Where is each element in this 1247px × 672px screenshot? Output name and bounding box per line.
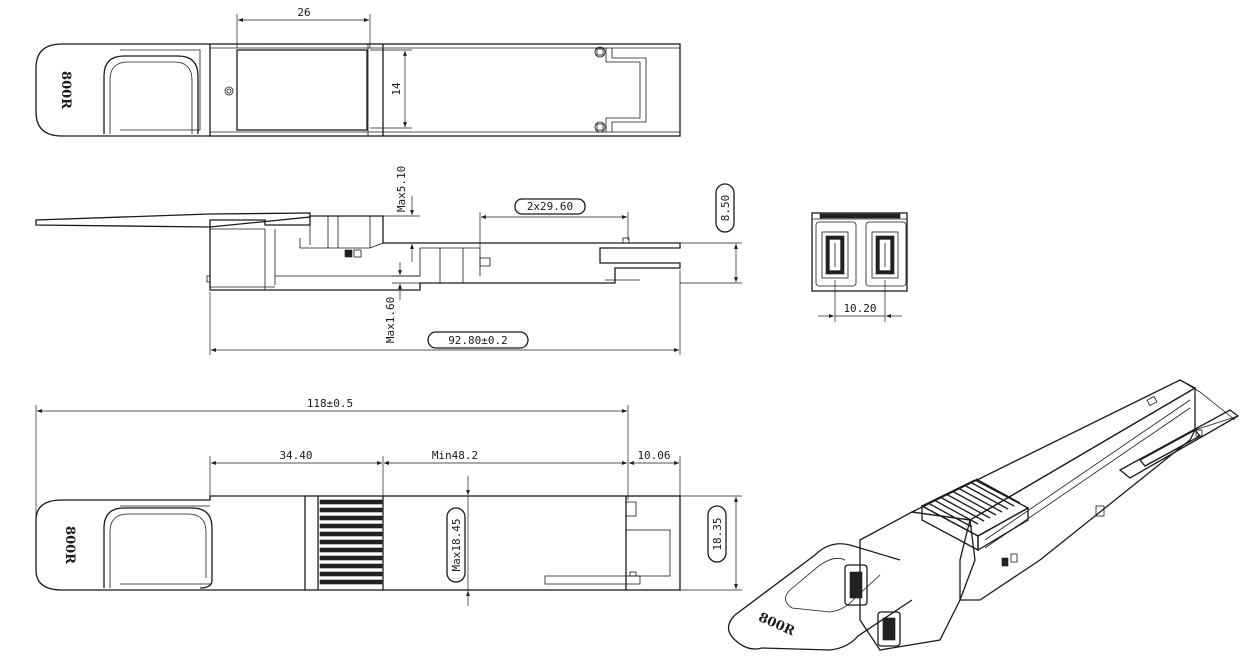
front-view: 10.20 [811,212,908,322]
iso-pull-tab [727,543,913,651]
dim-body-width: 18.35 [680,495,742,591]
svg-text:Max18.45: Max18.45 [450,519,463,572]
top-pull-tab [35,43,210,137]
svg-text:2x29.60: 2x29.60 [527,200,573,213]
dim-handle-length: 34.40 [209,449,384,498]
svg-text:18.35: 18.35 [711,517,724,550]
bottom-view: 800R 118±0.5 34.40 Min48.2 [35,397,742,606]
dim-side-height: 8.50 [680,183,742,284]
dim-top-height: 14 [370,49,412,129]
dim-overall-length: 118±0.5 [35,397,629,520]
svg-text:Max5.10: Max5.10 [395,166,408,212]
dim-top-width: 26 [236,6,371,48]
svg-text:14: 14 [390,82,403,96]
top-body [209,43,681,137]
svg-text:92.80±0.2: 92.80±0.2 [448,334,508,347]
dim-tail-length: 10.06 [629,449,681,498]
dim-max-width: Max18.45 [446,476,470,606]
svg-text:Max1.60: Max1.60 [384,297,397,343]
top-view: 800R 26 14 [35,6,681,137]
svg-text:10.06: 10.06 [637,449,670,462]
svg-text:26: 26 [297,6,310,19]
svg-text:8.50: 8.50 [719,195,732,222]
side-view: Max5.10 2x29.60 8.50 Max1.60 [35,166,742,355]
dim-side-length: 92.80±0.2 [209,270,681,355]
dim-side-max-bottom: Max1.60 [384,262,420,343]
bottom-logo: 800R [62,526,77,564]
isometric-view: 800R [727,379,1240,651]
dim-side-max-height: Max5.10 [383,166,420,262]
top-logo: 800R [58,71,73,109]
dim-side-spacing: 2x29.60 [479,198,629,248]
svg-text:Min48.2: Min48.2 [432,449,478,462]
dim-front-pitch: 10.20 [818,280,902,322]
dim-min-length: Min48.2 [384,449,627,465]
svg-text:10.20: 10.20 [843,302,876,315]
top-heatsink-window [236,49,368,131]
svg-text:118±0.5: 118±0.5 [307,397,353,410]
bottom-heatsink-fins [319,499,383,585]
iso-logo: 800R [756,610,797,639]
svg-text:34.40: 34.40 [279,449,312,462]
